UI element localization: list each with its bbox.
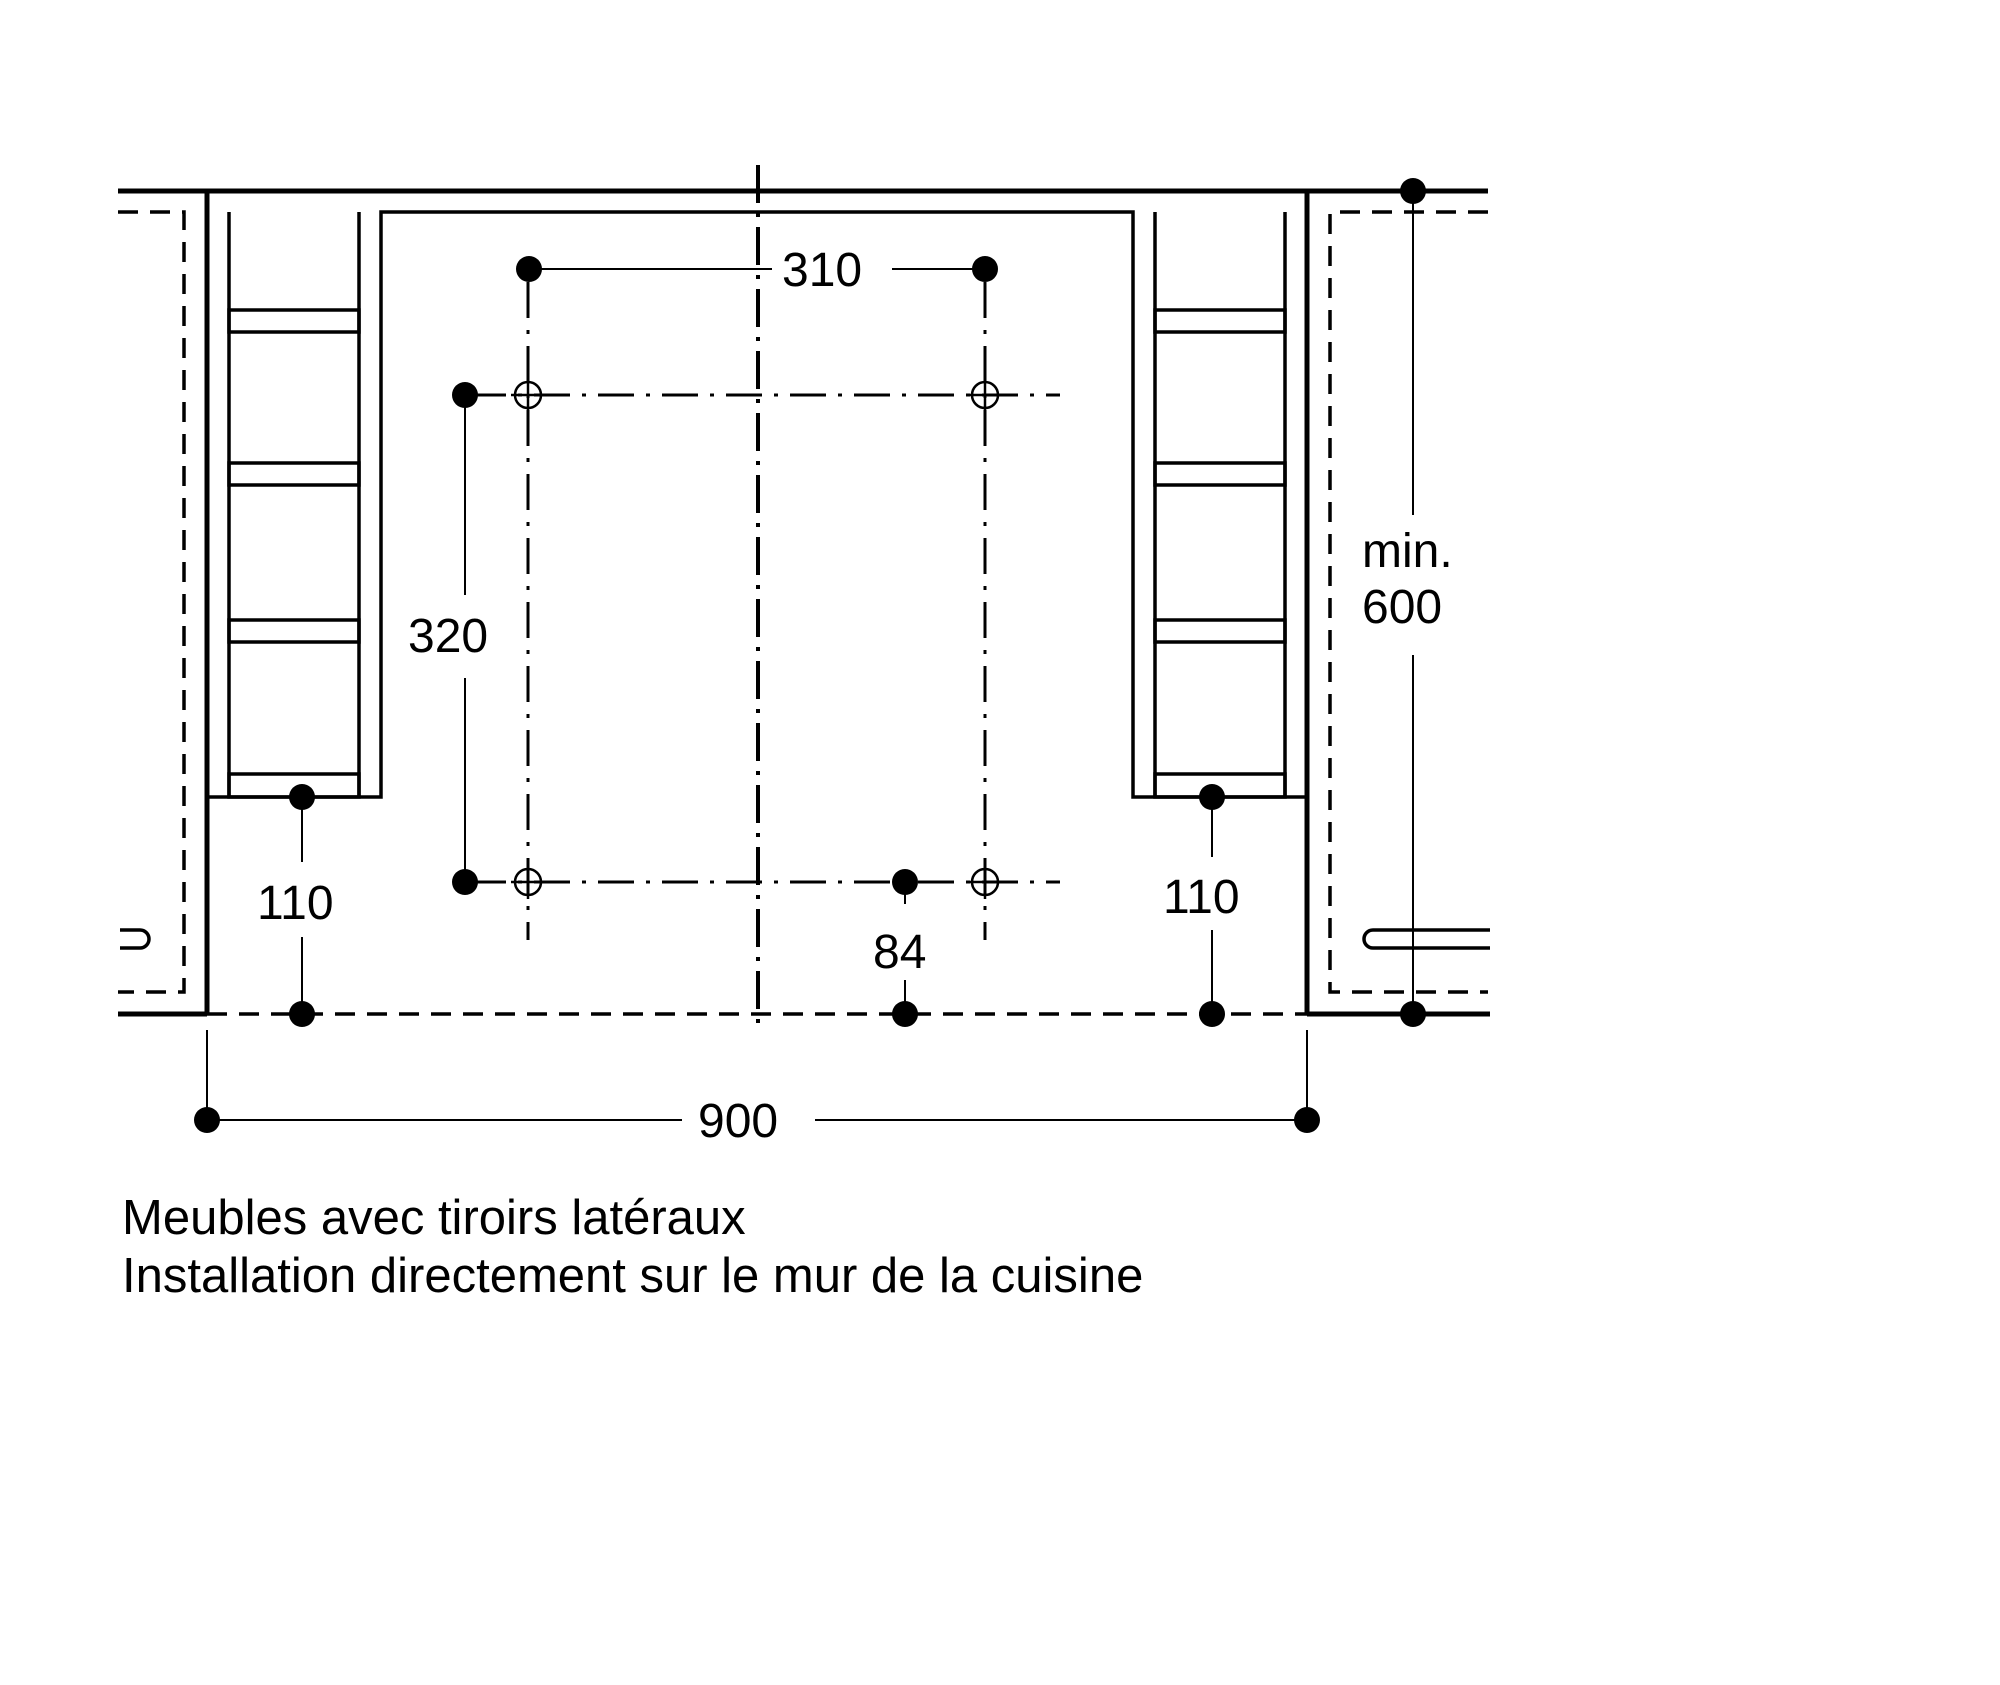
left-adjacent-cabinet bbox=[118, 210, 186, 994]
mounting-hole-top-right-icon bbox=[968, 378, 1002, 412]
dim-label-310: 310 bbox=[782, 244, 862, 297]
dim-label-min: min. bbox=[1362, 525, 1453, 578]
dim-84-end-dot bbox=[892, 1001, 918, 1027]
dim-110-left-end-dot bbox=[289, 1001, 315, 1027]
dim-110-right-end-dot bbox=[1199, 1001, 1225, 1027]
dim-900-end-dot bbox=[1294, 1107, 1320, 1133]
wall-lines bbox=[118, 188, 1490, 1017]
dim-label-110-left: 110 bbox=[257, 877, 334, 930]
dim-320-start-dot bbox=[452, 382, 478, 408]
mounting-hole-bottom-left-icon bbox=[511, 865, 545, 899]
dim-label-320: 320 bbox=[408, 610, 488, 663]
dim-label-110-right: 110 bbox=[1163, 871, 1240, 924]
dim-110-left-start-dot bbox=[289, 784, 315, 810]
dim-320-end-dot bbox=[452, 869, 478, 895]
dim-310-start-dot bbox=[516, 256, 542, 282]
mounting-hole-top-left-icon bbox=[511, 378, 545, 412]
dim-900-start-dot bbox=[194, 1107, 220, 1133]
left-drawer-column bbox=[227, 212, 361, 799]
caption-title: Meubles avec tiroirs latéraux bbox=[122, 1191, 746, 1245]
mounting-hole-bottom-right-icon bbox=[968, 865, 1002, 899]
dim-label-600: 600 bbox=[1362, 581, 1442, 634]
right-handle-icon bbox=[1362, 928, 1490, 950]
hole-axis-lines bbox=[470, 282, 1060, 940]
caption-subtitle: Installation directement sur le mur de l… bbox=[122, 1249, 1144, 1303]
dim-600-start-dot bbox=[1400, 178, 1426, 204]
dimension-900-line bbox=[206, 1030, 1308, 1121]
dim-110-right-start-dot bbox=[1199, 784, 1225, 810]
dim-label-900: 900 bbox=[698, 1095, 778, 1148]
dim-label-84: 84 bbox=[873, 926, 926, 979]
right-drawer-column bbox=[1153, 212, 1287, 799]
dim-84-start-dot bbox=[892, 869, 918, 895]
dim-310-end-dot bbox=[972, 256, 998, 282]
dim-600-end-dot bbox=[1400, 1001, 1426, 1027]
right-adjacent-cabinet bbox=[1328, 210, 1488, 994]
left-handle-icon bbox=[120, 928, 151, 950]
